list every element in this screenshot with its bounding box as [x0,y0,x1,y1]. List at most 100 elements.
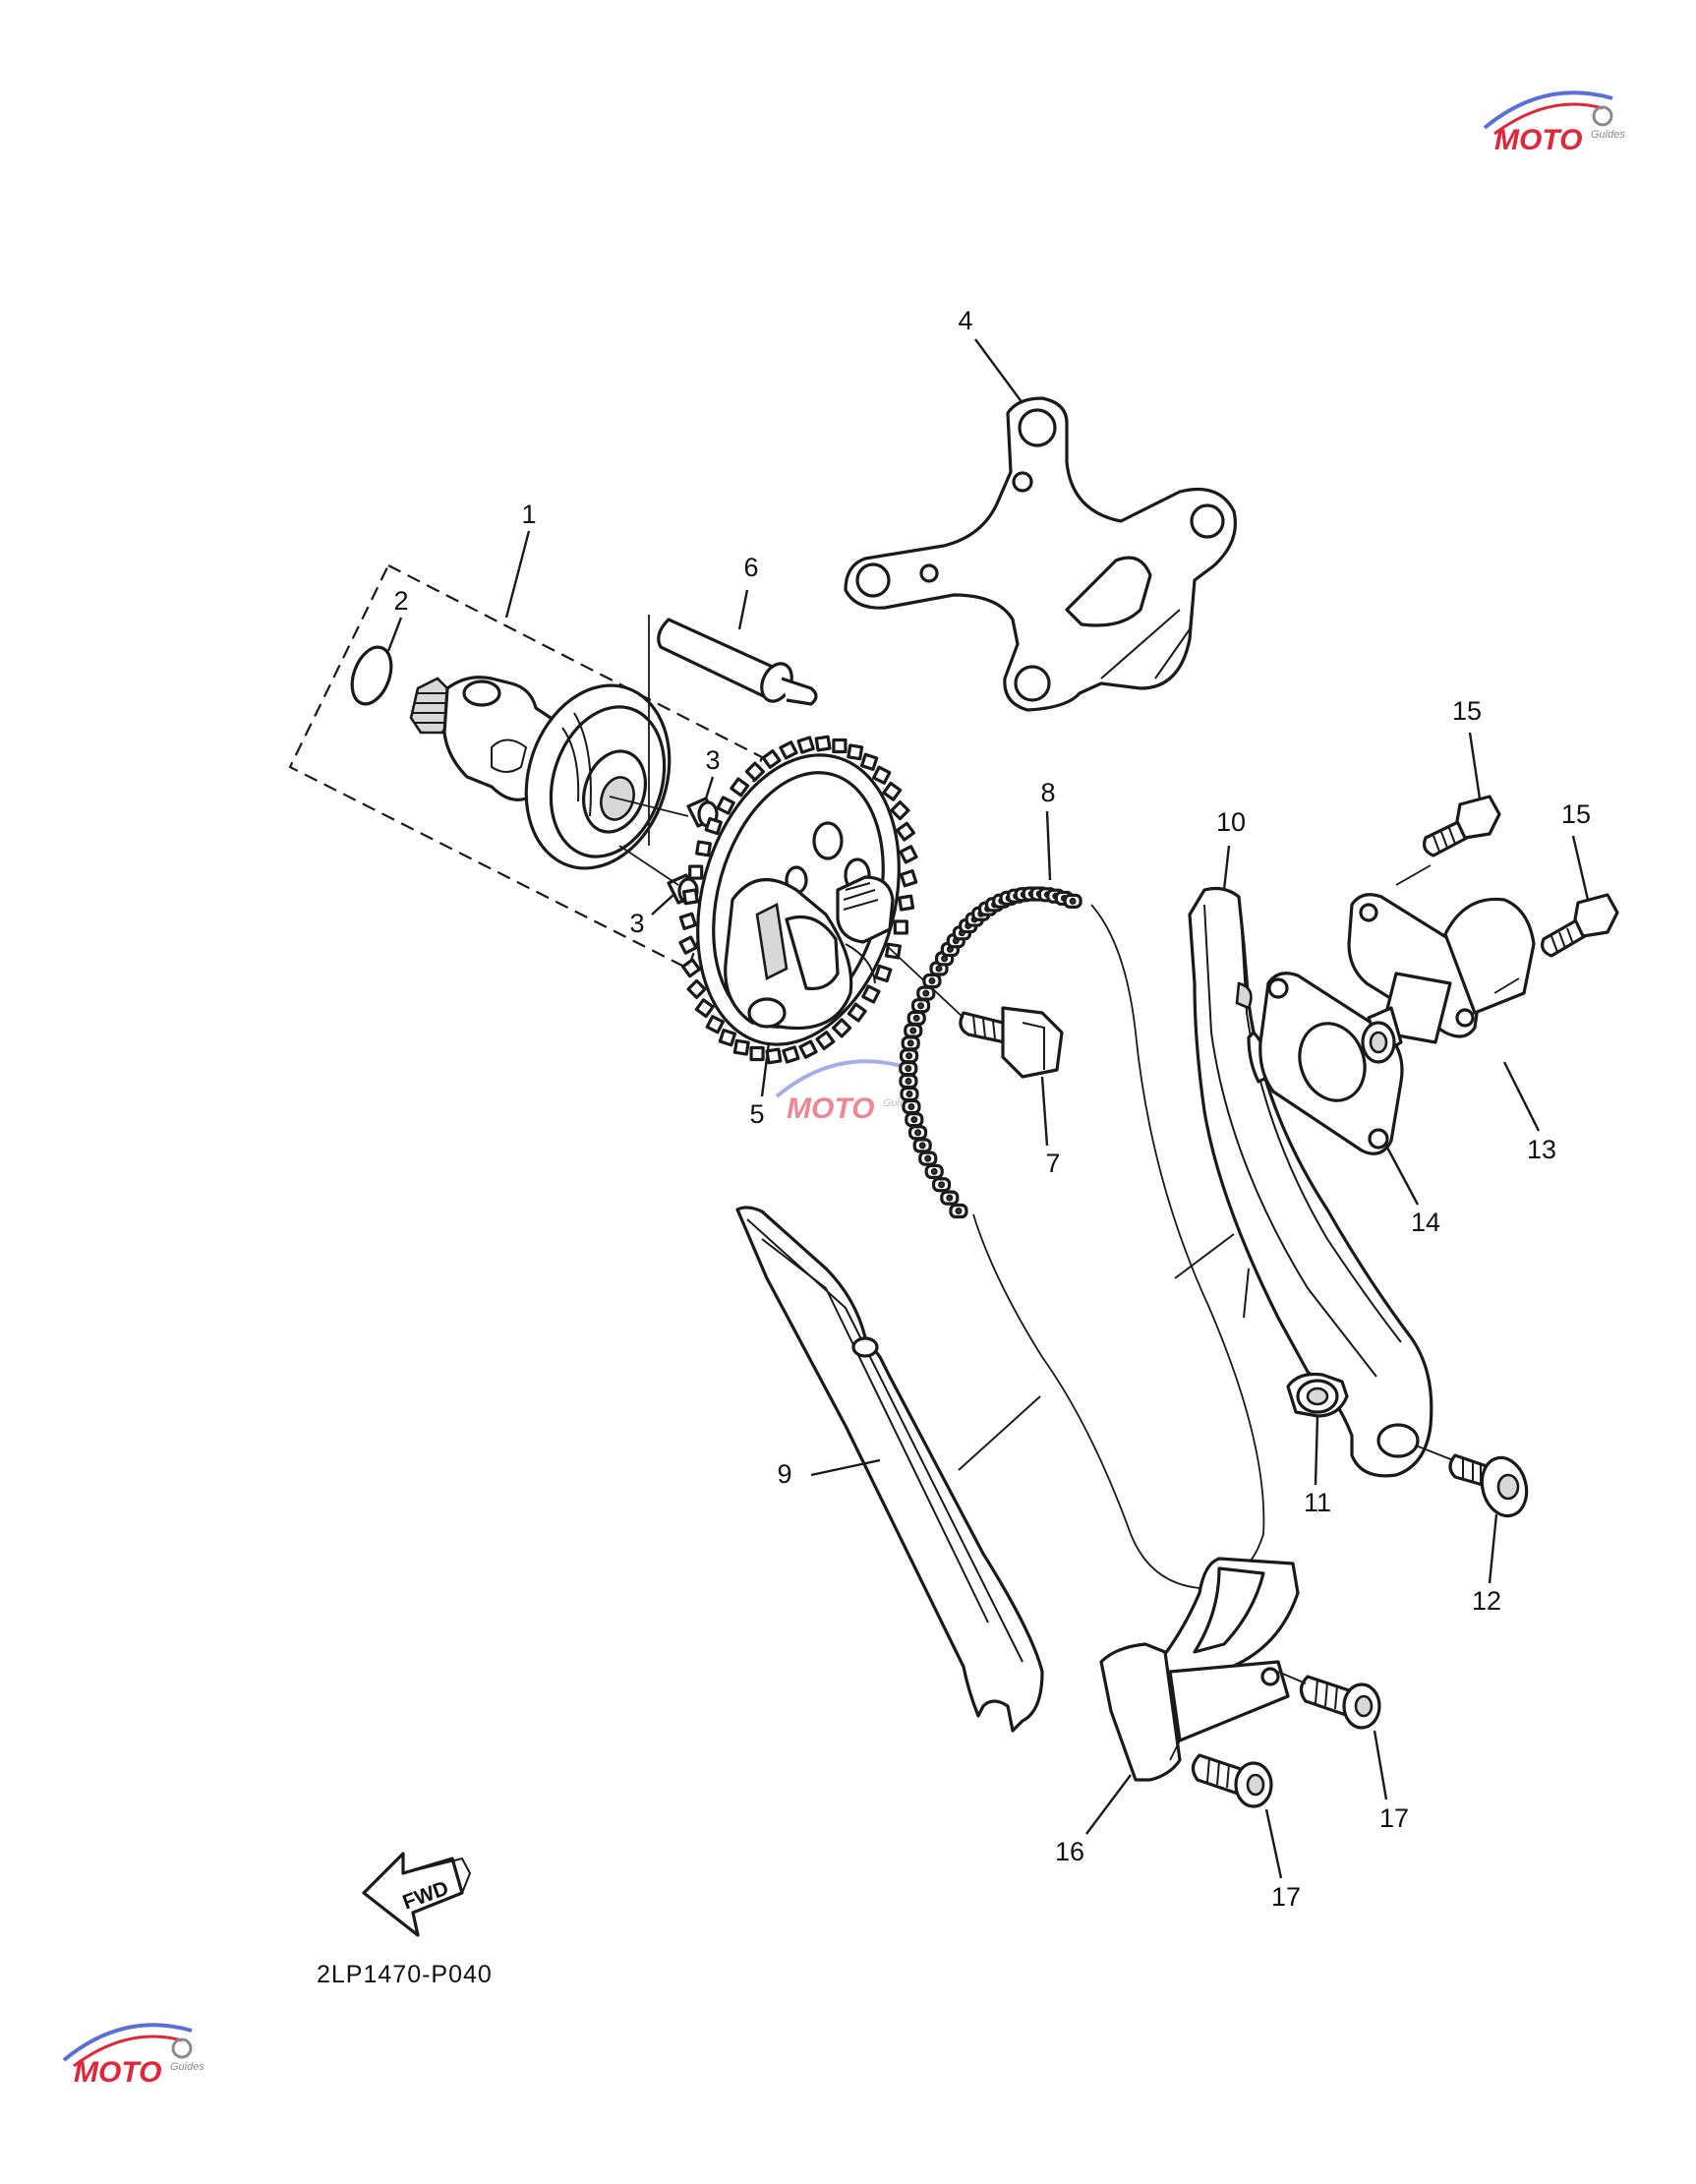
sprocket-tooth [694,998,715,1019]
sprocket-tooth [695,840,712,857]
sprocket-tooth [861,984,881,1004]
callout-7: 7 [1045,1149,1060,1178]
callout-11: 11 [1304,1488,1331,1517]
part-7-bolt [884,943,1064,1079]
part-17-bolt-upper [1277,1671,1381,1730]
sprocket-tooth [900,869,918,888]
chain-pin [922,989,930,997]
sprocket-tooth [765,1047,783,1065]
part-15-bolt-lower [1541,893,1619,958]
callout-17-lower: 17 [1271,1882,1301,1912]
callout-6: 6 [743,553,758,582]
diagram-code: 2LP1470-P040 [317,1961,493,1988]
callout-3-lower: 3 [629,909,644,938]
callout-15-upper: 15 [1452,696,1482,726]
chain-pin [905,1065,912,1073]
part-15-bolt-upper [1423,795,1501,857]
sprocket-tooth [761,748,782,769]
sprocket-tooth [859,752,879,771]
callout-1: 1 [521,500,536,529]
chain-pin [906,1091,913,1097]
chain-pin [912,1014,920,1022]
sprocket-tooth [872,765,892,785]
part-1-camshaft [409,676,672,870]
sprocket-tooth [732,1038,750,1056]
watermark-bottom-left: MOTO Guides [62,2023,205,2089]
chain-pin [910,1116,918,1124]
chain-pin [906,1052,913,1060]
callout-4: 4 [958,306,972,335]
part-16-guide-stopper [1099,1557,1300,1782]
sprocket-tooth [798,1039,818,1059]
sprocket-tooth [814,735,832,752]
sprocket-tooth [678,935,698,955]
watermark-sub: Guides [1591,129,1625,141]
chain-pin [941,955,949,963]
watermark-brand: MOTO [787,1092,874,1125]
callout-2: 2 [393,586,408,616]
sprocket-tooth [847,1002,867,1023]
part-11-collar [1286,1372,1349,1418]
sprocket-tooth [899,845,918,864]
sprocket-tooth [796,736,815,754]
callout-3-upper: 3 [705,745,720,775]
callout-15-lower: 15 [1561,799,1591,829]
callout-8: 8 [1040,778,1055,807]
callout-10: 10 [1216,807,1246,837]
part-12-bolt [1415,1445,1529,1518]
chain-pin [909,1027,917,1034]
sprocket-tooth [832,1018,852,1038]
sprocket-tooth [686,978,707,999]
part-17-bolt-lower [1191,1753,1273,1808]
sprocket-tooth [704,816,723,836]
chain-pin [928,977,936,985]
part-9-chain-guide [735,1206,1044,1733]
watermark-center: MOTO Guides [775,1059,917,1125]
chain-pin [918,1142,926,1150]
watermark-top-right: MOTO Guides [1483,90,1625,156]
callout-5: 5 [749,1099,764,1129]
sprocket-tooth [893,919,908,935]
sprocket-tooth [688,864,704,880]
sprocket-tooth [716,796,735,815]
sprocket-tooth [744,761,765,782]
sprocket-tooth [680,958,701,978]
watermark-brand: MOTO [74,2056,161,2089]
chain-pin [906,1039,914,1047]
chain-pin [914,1129,922,1137]
chain-pin [938,1181,946,1189]
part-2-o-ring [350,645,393,706]
fwd-arrow-icon: FWD [362,1852,472,1937]
sprocket-tooth [779,740,798,760]
sprocket-tooth [890,800,910,821]
part-5-cam-sprocket [678,735,918,1065]
sprocket-tooth [832,738,848,754]
sprocket-tooth [705,1015,725,1034]
chain-pin [917,1002,925,1010]
chain-pin [924,1154,932,1162]
part-8-cam-chain [899,886,1265,1638]
part-4-bracket [844,396,1238,712]
chain-pin [905,1078,912,1086]
chain-pin [1069,897,1077,905]
chain-pin [907,1103,915,1111]
sprocket-tooth [874,964,893,983]
sprocket-tooth [896,821,916,842]
sprocket-tooth [730,777,750,797]
sprocket-tooth [718,1029,737,1047]
callout-13: 13 [1527,1135,1556,1164]
callout-9: 9 [777,1459,791,1489]
sprocket-tooth [898,894,915,912]
part-10-tensioner-arm [1188,886,1433,1478]
callout-12: 12 [1472,1586,1501,1616]
leader-lines [386,338,1590,1879]
part-6-shaft [648,615,818,846]
sprocket-tooth [681,888,699,906]
gear-icon [171,2037,193,2059]
watermark-brand: MOTO [1494,124,1582,156]
gear-icon [1592,105,1613,127]
callout-labels: 1 2 3 3 4 5 6 7 8 9 10 11 12 13 14 15 15… [393,306,1591,1912]
callout-16: 16 [1055,1837,1084,1866]
sprocket-tooth [847,743,864,761]
chain-pin [946,1194,954,1202]
